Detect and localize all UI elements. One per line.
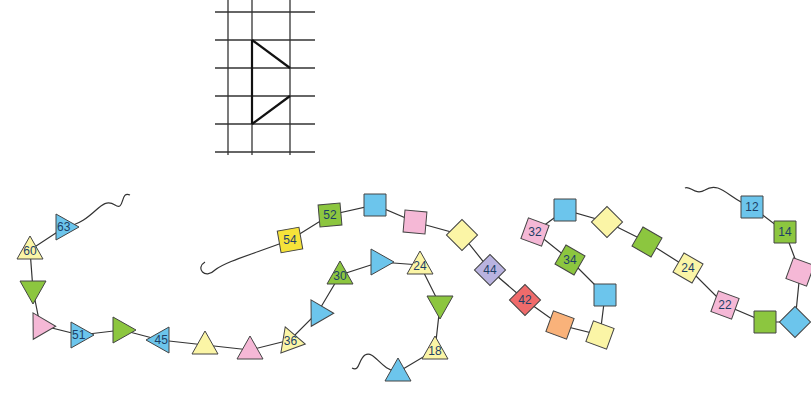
triangle-bead: 18	[416, 331, 454, 369]
triangle-bead: 60	[11, 231, 49, 269]
triangle-bead: 30	[321, 256, 359, 294]
bead-number: 18	[416, 345, 454, 357]
bead-number: 32	[516, 226, 554, 238]
bead-number: 51	[60, 329, 98, 341]
bead-number: 45	[142, 334, 180, 346]
square-bead: 42	[506, 281, 544, 319]
square-bead: 44	[471, 251, 509, 289]
triangle-bead: 36	[271, 321, 309, 359]
triangle-bead: 63	[46, 208, 84, 246]
square-bead: 12	[733, 188, 771, 226]
bead-number: 30	[321, 270, 359, 282]
square-bead: 22	[706, 286, 744, 324]
bead-number: 36	[271, 335, 309, 347]
square-bead: 54	[271, 221, 309, 259]
bead-number: 63	[45, 221, 83, 233]
square-bead: 24	[669, 249, 707, 287]
bead-number: 12	[733, 201, 771, 213]
triangle-bead: 51	[61, 316, 99, 354]
bead-number: 52	[311, 209, 349, 221]
bead-number: 54	[271, 234, 309, 246]
square-bead: 32	[516, 213, 554, 251]
bead-number: 44	[471, 264, 509, 276]
bead-number: 34	[551, 254, 589, 266]
bead-number: 14	[766, 226, 804, 238]
bead-number: 60	[11, 245, 49, 257]
square-bead: 52	[311, 196, 349, 234]
triangle-bead: 24	[401, 246, 439, 284]
bead-number: 24	[669, 262, 707, 274]
square-bead: 34	[551, 241, 589, 279]
bead-number: 42	[506, 294, 544, 306]
triangle-bead: 45	[141, 321, 179, 359]
bead-number: 22	[706, 299, 744, 311]
square-bead: 14	[766, 213, 804, 251]
bead-number: 24	[401, 260, 439, 272]
